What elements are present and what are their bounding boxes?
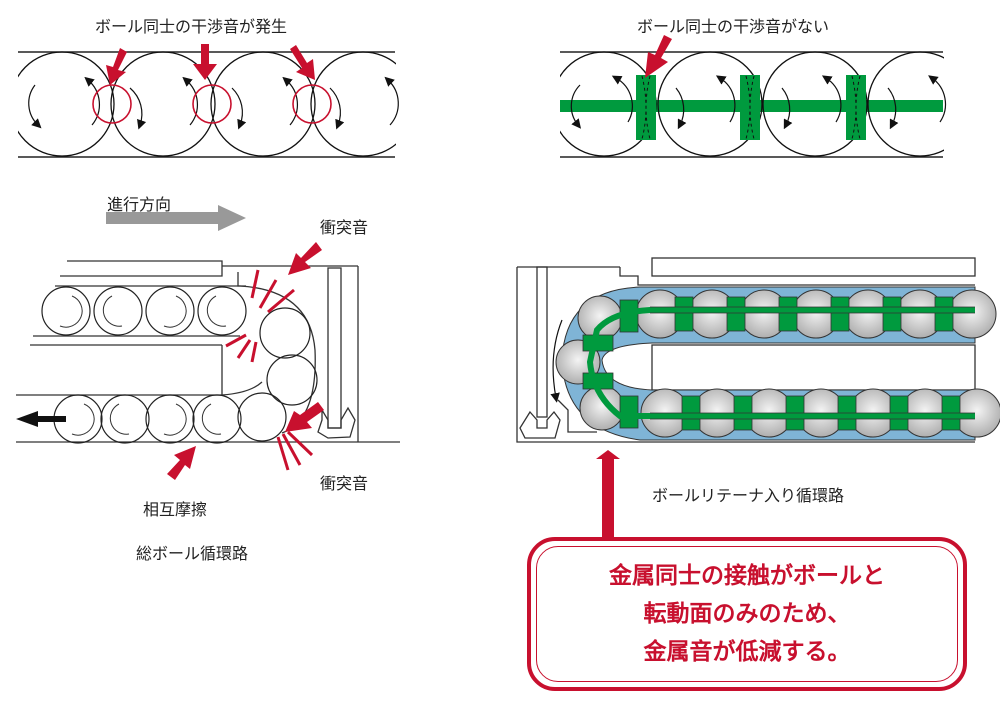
callout-line-3: 金属音が低減する。: [643, 639, 851, 665]
left-caption: 総ボール循環路: [136, 544, 249, 563]
ball: [145, 394, 195, 444]
ball: [867, 51, 944, 157]
ball: [18, 51, 115, 157]
ball: [210, 51, 316, 157]
collision-label-bottom: 衝突音: [320, 474, 369, 493]
callout-box: 金属同士の接触がボールと 転動面のみのため、 金属音が低減する。: [527, 537, 967, 691]
right-caption: ボールリテーナ入り循環路: [652, 486, 845, 505]
ball: [110, 51, 216, 157]
retainer-circuit: [516, 257, 1000, 540]
ball: [237, 392, 287, 442]
ball: [266, 354, 318, 406]
red-arrow-icon: [106, 44, 315, 85]
ball: [93, 286, 143, 336]
interference-circle: [92, 84, 332, 124]
red-arrow-icon: [167, 242, 324, 480]
rotation-arrow-icon: [570, 75, 947, 130]
rotation-arrow-icon: [59, 295, 227, 436]
ball: [100, 394, 150, 444]
retainer-band: [586, 307, 975, 419]
ball-row-upper: [635, 289, 997, 339]
gray-right-arrow-icon: [106, 205, 246, 231]
full-ball-circuit: [16, 205, 400, 480]
top-right-title: ボール同士の干渉音がない: [637, 17, 830, 36]
ball: [197, 286, 247, 336]
direction-label: 進行方向: [107, 195, 172, 214]
ball: [259, 307, 311, 359]
red-arrow-icon: [645, 35, 672, 78]
collision-label-top: 衝突音: [320, 218, 369, 237]
rotation-arrow-icon: [28, 76, 399, 130]
ball: [192, 394, 242, 444]
ball: [41, 286, 91, 336]
callout-line-1: 金属同士の接触がボールと: [609, 563, 885, 589]
friction-label: 相互摩擦: [143, 500, 208, 519]
collision-burst: [225, 269, 314, 471]
ball: [762, 51, 868, 157]
callout-inner-border: 金属同士の接触がボールと 転動面のみのため、 金属音が低減する。: [536, 546, 958, 682]
retainer-band-outline: [650, 306, 975, 420]
ball: [310, 51, 396, 157]
black-left-arrow-icon: [16, 411, 66, 427]
top-right-ball-row: [560, 35, 947, 158]
top-left-ball-row: [18, 44, 399, 158]
rotation-arrow-icon: [550, 319, 563, 403]
ball: [657, 51, 763, 157]
red-up-arrow-icon: [596, 450, 620, 540]
top-left-title: ボール同士の干渉音が発生: [95, 17, 288, 36]
ball: [145, 286, 195, 336]
dashed-contour: [641, 75, 861, 140]
callout-line-2: 転動面のみのため、: [643, 601, 851, 627]
